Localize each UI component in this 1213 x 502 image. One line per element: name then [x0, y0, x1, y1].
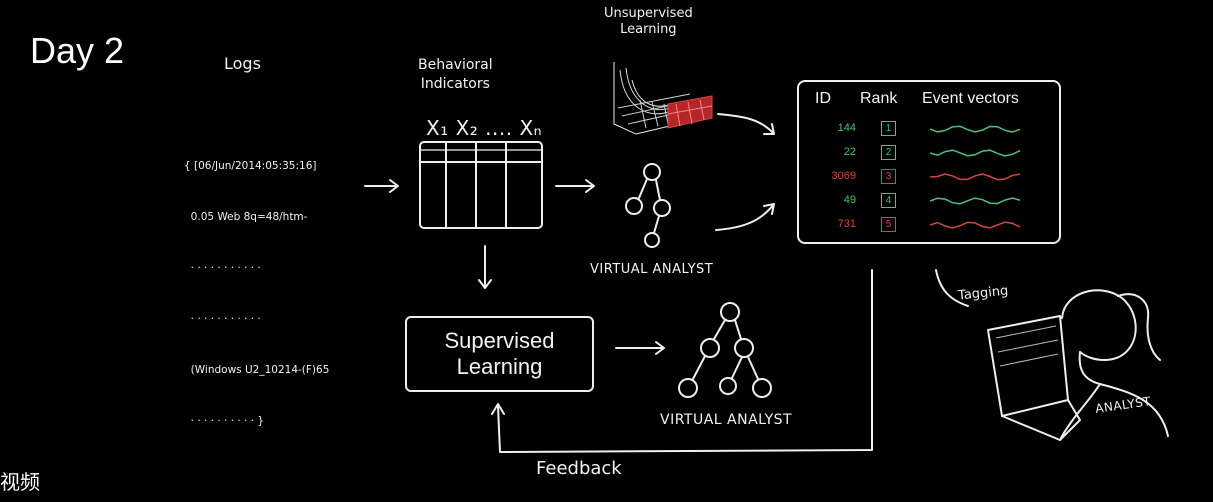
- feedback-label: Feedback: [536, 458, 622, 479]
- supervised-learning-box: Supervised Learning: [405, 316, 594, 392]
- person-shoulder: [1059, 383, 1101, 441]
- unsupervised-learning-title: Unsupervised Learning: [604, 6, 693, 38]
- result-row-rank: 4: [881, 193, 896, 208]
- tagging-curve: [935, 269, 969, 307]
- behavioral-title-line1: Behavioral: [418, 57, 493, 73]
- log-line: · · · · · · · · · · }: [184, 415, 265, 427]
- tree-node: [678, 378, 698, 398]
- tree-node: [653, 199, 671, 217]
- event-vector-sparkline: [930, 149, 1021, 157]
- column-header-rank: Rank: [860, 90, 898, 107]
- log-lines: { [06/Jun/2014:05:35:16] 0.05 Web 8q=48/…: [184, 124, 329, 447]
- tree-edge: [655, 179, 661, 201]
- arrow-analyst-to-panel: [715, 203, 775, 231]
- laptop-base: [1001, 399, 1081, 441]
- tree-node: [720, 302, 740, 322]
- log-line: (Windows U2_10214-(F)65: [184, 364, 330, 376]
- tree-node: [719, 377, 737, 395]
- column-header-event-vectors: Event vectors: [922, 90, 1019, 107]
- result-row-id: 144: [837, 122, 856, 134]
- log-line: · · · · · · · · · · ·: [184, 313, 261, 325]
- virtual-analyst-label-top: VIRTUAL ANALYST: [590, 262, 714, 277]
- arrow-indicators-to-analyst: [555, 179, 595, 193]
- person-head: [1061, 289, 1137, 361]
- column-header-id: ID: [815, 90, 831, 107]
- tree-node: [643, 163, 661, 181]
- tree-node: [700, 338, 720, 358]
- behavioral-indicators-title: Behavioral Indicators: [418, 56, 493, 94]
- log-line: { [06/Jun/2014:05:35:16]: [184, 160, 317, 172]
- log-line: 0.05 Web 8q=48/htm-: [184, 211, 308, 223]
- result-row-id: 731: [837, 218, 856, 230]
- screen-line: [997, 339, 1059, 353]
- result-row-rank: 2: [881, 145, 896, 160]
- tree-node: [644, 232, 660, 248]
- event-vector-sparkline: [930, 221, 1021, 229]
- tree-edge: [653, 215, 660, 234]
- virtual-analyst-label-bottom: VIRTUAL ANALYST: [660, 412, 793, 428]
- tree-edge: [747, 356, 759, 380]
- unsupervised-surface-plot: [613, 62, 713, 135]
- tree-node: [734, 338, 754, 358]
- results-panel: [797, 80, 1061, 244]
- result-row-id: 3069: [831, 170, 856, 182]
- supervised-line1: Supervised: [444, 328, 555, 353]
- event-vector-sparkline: [930, 125, 1021, 133]
- result-row-id: 49: [843, 194, 856, 206]
- tree-edge: [638, 178, 648, 199]
- tree-edge: [713, 319, 726, 340]
- tree-edge: [731, 356, 743, 379]
- result-row-rank: 5: [881, 217, 896, 232]
- indicator-table: [419, 141, 543, 229]
- result-row-id: 22: [843, 146, 856, 158]
- unsupervised-line2: Learning: [620, 22, 677, 37]
- logs-title: Logs: [224, 54, 261, 73]
- arrow-supervised-to-analyst: [615, 341, 665, 355]
- screen-line: [999, 353, 1059, 367]
- event-vector-sparkline: [930, 173, 1021, 181]
- tree-edge: [692, 355, 706, 380]
- supervised-line2: Learning: [456, 354, 543, 379]
- arrow-unsupervised-to-panel: [717, 113, 775, 135]
- tree-node: [625, 197, 643, 215]
- day-title: Day 2: [30, 30, 125, 71]
- tree-node: [752, 378, 772, 398]
- result-row-rank: 1: [881, 121, 896, 136]
- event-vector-sparkline: [930, 197, 1021, 205]
- feature-labels: X₁ X₂ .... Xₙ: [426, 116, 543, 140]
- arrow-logs-to-indicators: [364, 179, 399, 193]
- behavioral-title-line2: Indicators: [420, 76, 490, 92]
- feedback-loop-line: [491, 269, 873, 453]
- result-row-rank: 3: [881, 169, 896, 184]
- person-ponytail: [1117, 293, 1161, 361]
- arrow-indicators-to-supervised: [478, 245, 492, 289]
- screen-line: [995, 325, 1057, 339]
- tree-edge: [734, 319, 742, 340]
- log-line: · · · · · · · · · · ·: [184, 262, 261, 274]
- unsupervised-line1: Unsupervised: [604, 6, 693, 21]
- video-caption: 视频: [0, 472, 40, 494]
